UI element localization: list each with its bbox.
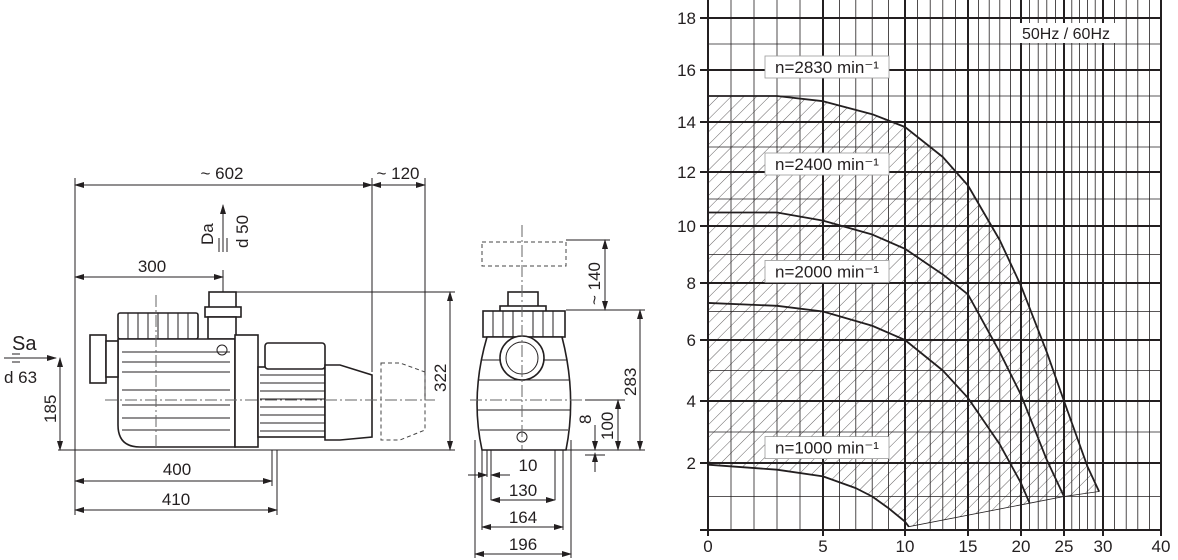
curve-series-1 (708, 211, 1065, 497)
y-tick-label: 6 (687, 331, 696, 350)
x-tick-label: 30 (1094, 537, 1113, 556)
y-tick-label: 16 (677, 61, 696, 80)
dim-10-label: 10 (519, 456, 538, 475)
x-tick-label: 10 (896, 537, 915, 556)
y-tick-label: 12 (677, 163, 696, 182)
x-tick-label: 25 (1055, 537, 1074, 556)
outlet-diameter: d 50 (233, 215, 252, 248)
extension-lines (58, 178, 455, 515)
curve-series-3 (707, 463, 910, 528)
x-tick-label: 0 (703, 537, 712, 556)
chart-ticks: 0 5 10 15 20 25 30 40 2 4 6 8 10 12 14 16 18 (677, 9, 1170, 556)
x-tick-label: 40 (1152, 537, 1171, 556)
curve-series-0 (708, 95, 1100, 492)
x-tick-label: 5 (818, 537, 827, 556)
side-view: ~ 602 ~ 120 300 Da d 50 Sa d 63 185 322 … (4, 164, 455, 515)
series-label-2: n=2000 min⁻¹ (775, 262, 879, 281)
dim-164-label: 164 (509, 508, 537, 527)
series-label-3: n=1000 min⁻¹ (775, 439, 879, 458)
pump-front-outline (470, 225, 585, 451)
pump-performance-chart: 0 5 10 15 20 25 30 40 2 4 6 8 10 12 14 16 18 n=2830 min⁻… (677, 0, 1170, 556)
dim-100-label: 100 (598, 412, 617, 440)
dim-foot-410-label: 410 (162, 490, 190, 509)
dim-inlet-height-label: 185 (41, 395, 60, 423)
x-tick-label: 15 (959, 537, 978, 556)
pump-side-outline (89, 291, 435, 450)
dim-overall-label: ~ 602 (200, 164, 243, 183)
series-label-box (764, 152, 890, 176)
dim-height-label: 322 (431, 364, 450, 392)
dim-8-label: 8 (576, 415, 595, 424)
y-tick-label: 10 (677, 217, 696, 236)
x-tick-label: 20 (1012, 537, 1031, 556)
dim-front-height-label: 283 (621, 368, 640, 396)
series-label-0: n=2830 min⁻¹ (775, 58, 879, 77)
y-tick-label: 4 (687, 392, 696, 411)
chart-curves (707, 95, 1100, 528)
series-label-box (764, 260, 890, 283)
inlet-diameter: d 63 (4, 368, 37, 387)
curve-series-2 (707, 302, 1031, 504)
outlet-label: Da (198, 223, 217, 245)
series-label-box (764, 436, 890, 460)
inlet-label: Sa (12, 333, 37, 355)
series-label-1: n=2400 min⁻¹ (775, 155, 879, 174)
y-tick-label: 18 (677, 9, 696, 28)
dim-motor-clearance-label: ~ 120 (376, 164, 419, 183)
dim-130-label: 130 (509, 481, 537, 500)
dim-196-label: 196 (509, 535, 537, 554)
dim-outlet-pos-label: 300 (138, 257, 166, 276)
series-labels: n=2830 min⁻¹ n=2400 min⁻¹ n=2000 min⁻¹ n=10… (764, 55, 890, 460)
series-label-box (764, 55, 890, 79)
dim-cover-removal-label: ~ 140 (585, 262, 604, 305)
front-view: ~ 140 283 100 8 10 130 164 196 (468, 225, 645, 558)
dim-foot-400-label: 400 (163, 460, 191, 479)
removed-cover-outline (481, 241, 567, 267)
y-tick-label: 8 (687, 274, 696, 293)
frequency-annotation: 50Hz / 60Hz (1022, 26, 1110, 43)
y-tick-label: 14 (677, 113, 696, 132)
y-tick-label: 2 (687, 454, 696, 473)
